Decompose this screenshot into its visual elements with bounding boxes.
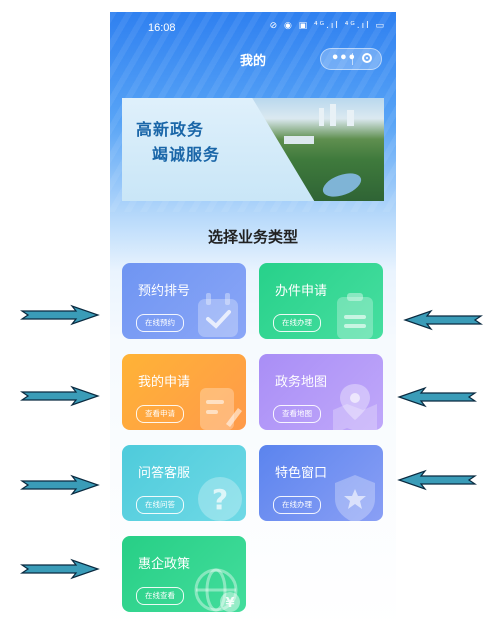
banner-slogan-line2: 竭诚服务 <box>152 145 221 164</box>
card-button[interactable]: 在线问答 <box>136 496 184 514</box>
card-qa-service[interactable]: ? 问答客服 在线问答 <box>122 445 246 521</box>
building-shape <box>284 136 314 144</box>
banner-photo <box>252 98 384 201</box>
phone-screen: 16:08 ⊘ ◉ ▣ ⁴ᴳ.ıl ⁴ᴳ.ıl ▭ 我的 ••• 高新政务 竭诚… <box>110 12 396 630</box>
card-button[interactable]: 在线办理 <box>273 496 321 514</box>
document-edit-icon <box>200 388 242 430</box>
card-button[interactable]: 在线预约 <box>136 314 184 332</box>
more-dots-icon[interactable]: ••• <box>331 51 356 66</box>
target-close-icon[interactable] <box>362 53 372 63</box>
card-label: 我的申请 <box>138 375 191 390</box>
section-title: 选择业务类型 <box>207 228 298 246</box>
card-enterprise-policy[interactable]: ¥ 惠企政策 在线查看 <box>122 536 246 612</box>
card-my-application[interactable]: 我的申请 查看申请 <box>122 354 246 430</box>
card-label: 特色窗口 <box>275 466 328 481</box>
capsule-divider <box>352 53 353 65</box>
question-bubble-icon: ? <box>198 477 242 521</box>
card-label: 预约排号 <box>138 284 191 299</box>
card-label: 政务地图 <box>275 375 328 390</box>
arrow-right-icon <box>20 558 100 580</box>
arrow-right-icon <box>20 474 100 496</box>
building-shape <box>347 110 354 126</box>
status-bar: 16:08 ⊘ ◉ ▣ ⁴ᴳ.ıl ⁴ᴳ.ıl ▭ <box>110 18 396 38</box>
card-application[interactable]: 办件申请 在线办理 <box>259 263 383 339</box>
status-time: 16:08 <box>148 22 176 34</box>
calendar-check-icon <box>198 293 238 337</box>
card-label: 问答客服 <box>138 466 191 481</box>
arrow-left-icon <box>397 469 477 491</box>
card-label: 办件申请 <box>275 284 328 299</box>
card-button[interactable]: 查看申请 <box>136 405 184 423</box>
card-featured-window[interactable]: 特色窗口 在线办理 <box>259 445 383 521</box>
globe-yen-icon: ¥ <box>194 568 240 612</box>
status-icons: ⊘ ◉ ▣ ⁴ᴳ.ıl ⁴ᴳ.ıl ▭ <box>269 21 386 31</box>
arrow-right-icon <box>20 304 100 326</box>
clipboard-icon <box>337 293 373 339</box>
svg-text:¥: ¥ <box>225 596 234 611</box>
building-shape <box>330 104 336 126</box>
mini-program-capsule: ••• <box>320 48 382 70</box>
banner-slogan-line1: 高新政务 <box>136 120 205 139</box>
card-button[interactable]: 在线查看 <box>136 587 184 605</box>
star-shield-icon <box>335 475 375 521</box>
banner[interactable]: 高新政务 竭诚服务 <box>122 98 384 201</box>
building-shape <box>319 108 324 126</box>
page-title: 我的 <box>239 54 266 69</box>
card-label: 惠企政策 <box>138 557 191 572</box>
card-button[interactable]: 查看地图 <box>273 405 321 423</box>
arrow-right-icon <box>20 385 100 407</box>
arrow-left-icon <box>403 309 483 331</box>
card-button[interactable]: 在线办理 <box>273 314 321 332</box>
card-gov-map[interactable]: 政务地图 查看地图 <box>259 354 383 430</box>
card-appointment[interactable]: 预约排号 在线预约 <box>122 263 246 339</box>
map-pin-icon <box>333 384 377 430</box>
svg-text:?: ? <box>212 483 228 516</box>
arrow-left-icon <box>397 386 477 408</box>
